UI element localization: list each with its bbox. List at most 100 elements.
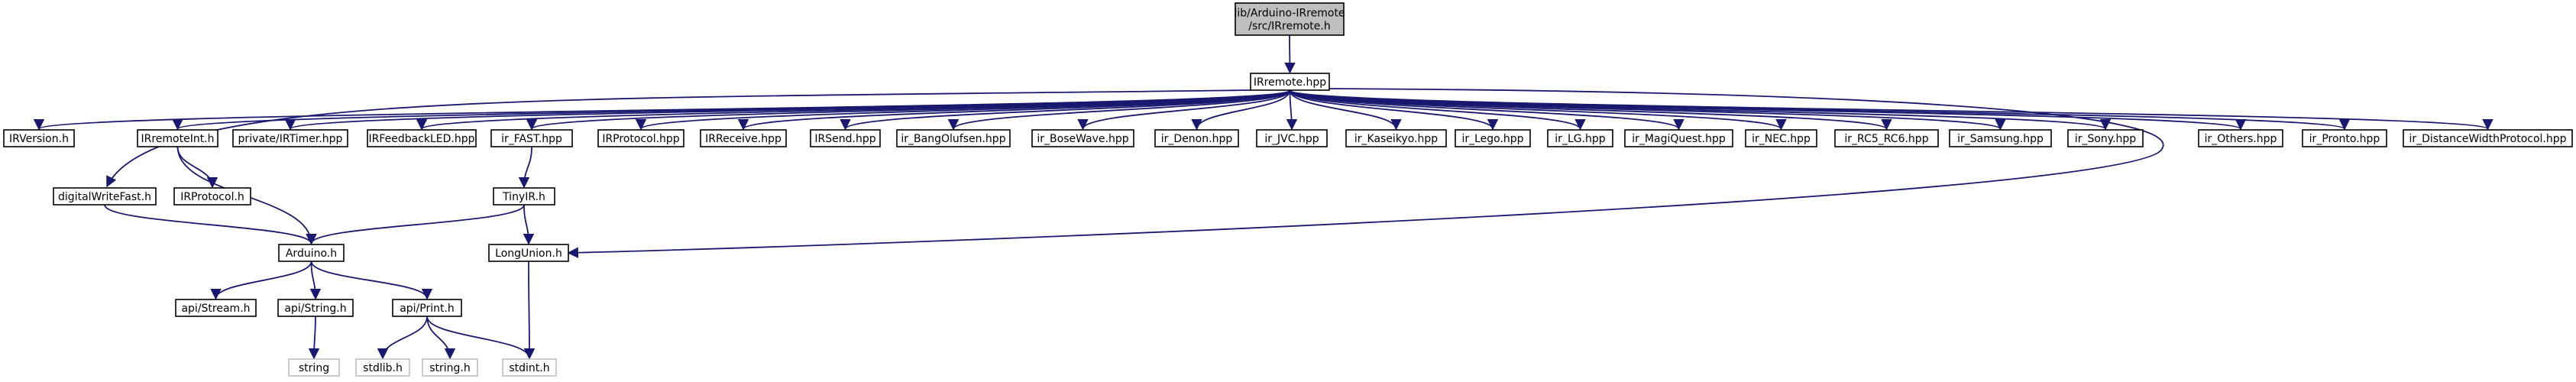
edge-ir_fast-to-tinyir — [518, 146, 532, 189]
edge-irremote_hpp-to-ir_lg — [1289, 89, 1586, 131]
node-ir-nec[interactable]: ir_NEC.hpp — [1745, 129, 1817, 147]
edge-arduino-to-api_print — [310, 261, 433, 300]
node-ir-bosewave[interactable]: ir_BoseWave.hpp — [1031, 129, 1134, 147]
edge-irremote_hpp-to-ir_nec — [1289, 89, 1787, 131]
node-box — [1624, 129, 1733, 147]
node-label: /src/IRremote.h — [1248, 21, 1330, 33]
node-box — [1547, 129, 1613, 147]
edge-irremote_hpp-to-ir_jvc — [1286, 89, 1298, 131]
node-box — [597, 129, 684, 147]
node-label: IRProtocol.h — [180, 191, 244, 203]
node-box — [288, 358, 340, 377]
edge-tinyir-to-longunion — [523, 204, 535, 245]
node-irversion[interactable]: IRVersion.h — [3, 129, 75, 147]
node-api-print[interactable]: api/Print.h — [392, 299, 462, 317]
node-irprotocol-h[interactable]: IRProtocol.h — [173, 187, 251, 206]
node-box — [502, 358, 557, 377]
node-box — [1745, 129, 1817, 147]
node-box — [2067, 129, 2144, 147]
node-box — [392, 299, 462, 317]
edge-irremote_hpp-to-ir_lego — [1289, 89, 1499, 131]
edge-irremote_hpp-to-ir_denon — [1191, 89, 1291, 131]
node-label: ir_MagiQuest.hpp — [1632, 133, 1726, 145]
node-label: ir_JVC.hpp — [1264, 133, 1319, 145]
node-label: private/IRTimer.hpp — [238, 133, 343, 145]
node-ir-sony[interactable]: ir_Sony.hpp — [2067, 129, 2144, 147]
node-irremote-hpp[interactable]: IRremote.hpp — [1250, 73, 1330, 91]
node-irsend[interactable]: IRSend.hpp — [810, 129, 881, 147]
node-ir-denon[interactable]: ir_Denon.hpp — [1154, 129, 1239, 147]
edge-irremote_hpp-to-ir_pronto — [1289, 89, 2350, 131]
node-ir-fast[interactable]: ir_FAST.hpp — [490, 129, 573, 147]
node-label: api/Stream.h — [181, 303, 250, 315]
edge-irremote_hpp-to-ir_magiquest — [1289, 89, 1684, 131]
node-api-stream[interactable]: api/Stream.h — [175, 299, 257, 317]
nodes-layer: lib/Arduino-IRremote/src/IRremote.hIRrem… — [3, 2, 2573, 377]
node-ir-magiquest[interactable]: ir_MagiQuest.hpp — [1624, 129, 1733, 147]
node-label: ir_LG.hpp — [1555, 133, 1606, 145]
node-irtimer[interactable]: private/IRTimer.hpp — [232, 129, 348, 147]
node-label: digitalWriteFast.h — [58, 191, 151, 203]
node-stdlib[interactable]: stdlib.h — [355, 358, 410, 377]
node-label: string.h — [429, 362, 471, 374]
node-ir-rc5-rc6[interactable]: ir_RC5_RC6.hpp — [1834, 129, 1939, 147]
node-box — [278, 244, 345, 262]
node-box — [2198, 129, 2283, 147]
node-irreceive[interactable]: IRReceive.hpp — [700, 129, 787, 147]
node-longunion[interactable]: LongUnion.h — [488, 244, 569, 262]
node-label: ir_NEC.hpp — [1752, 133, 1811, 145]
node-label: ir_Samsung.hpp — [1957, 133, 2044, 145]
edge-irremote_hpp-to-ir_sony — [1289, 89, 2111, 131]
node-ir-bangolufsen[interactable]: ir_BangOlufsen.hpp — [896, 129, 1011, 147]
node-stdint[interactable]: stdint.h — [502, 358, 557, 377]
node-box — [1154, 129, 1239, 147]
node-ir-samsung[interactable]: ir_Samsung.hpp — [1949, 129, 2052, 147]
node-irprotocol-hpp[interactable]: IRProtocol.hpp — [597, 129, 684, 147]
node-box — [1031, 129, 1134, 147]
node-string[interactable]: string — [288, 358, 340, 377]
node-label: ir_Lego.hpp — [1461, 133, 1523, 145]
node-label: stdint.h — [509, 362, 549, 374]
node-irfeedbackled[interactable]: IRFeedbackLED.hpp — [367, 129, 477, 147]
node-ir-distancewidth[interactable]: ir_DistanceWidthProtocol.hpp — [2403, 129, 2573, 147]
node-label: IRProtocol.hpp — [602, 133, 679, 145]
node-ir-jvc[interactable]: ir_JVC.hpp — [1256, 129, 1328, 147]
node-box — [422, 358, 478, 377]
node-label: Arduino.h — [286, 248, 337, 260]
node-label: IRVersion.h — [9, 133, 69, 145]
node-box — [277, 299, 354, 317]
node-ir-pronto[interactable]: ir_Pronto.hpp — [2302, 129, 2387, 147]
node-box — [1834, 129, 1939, 147]
node-label: ir_DistanceWidthProtocol.hpp — [2409, 133, 2566, 145]
node-ir-others[interactable]: ir_Others.hpp — [2198, 129, 2283, 147]
node-ir-lg[interactable]: ir_LG.hpp — [1547, 129, 1613, 147]
node-digitalwritefast[interactable]: digitalWriteFast.h — [53, 187, 157, 206]
node-irremoteint[interactable]: IRremoteInt.h — [137, 129, 218, 147]
node-label: ir_RC5_RC6.hpp — [1844, 133, 1928, 145]
node-ir-lego[interactable]: ir_Lego.hpp — [1455, 129, 1531, 147]
node-ir-kaseikyo[interactable]: ir_Kaseikyo.hpp — [1345, 129, 1447, 147]
node-box — [1235, 2, 1345, 36]
node-box — [137, 129, 218, 147]
node-label: api/String.h — [284, 303, 346, 315]
node-label: IRSend.hpp — [814, 133, 875, 145]
node-label: IRFeedbackLED.hpp — [368, 133, 474, 145]
node-label: IRremoteInt.h — [141, 133, 214, 145]
node-box — [1345, 129, 1447, 147]
node-box — [490, 129, 573, 147]
node-box — [173, 187, 251, 206]
edge-irremote_hpp-to-ir_rc5_rc6 — [1289, 89, 1892, 131]
node-api-string[interactable]: api/String.h — [277, 299, 354, 317]
node-arduino[interactable]: Arduino.h — [278, 244, 345, 262]
node-label: ir_BangOlufsen.hpp — [901, 133, 1005, 145]
edge-irremote_hpp-to-ir_bangolufsen — [948, 89, 1291, 131]
edge-digitalwritefast-to-arduino — [104, 204, 317, 245]
node-root[interactable]: lib/Arduino-IRremote/src/IRremote.h — [1234, 2, 1345, 36]
node-string-h[interactable]: string.h — [422, 358, 478, 377]
node-box — [232, 129, 348, 147]
node-label: LongUnion.h — [495, 248, 562, 260]
edge-irremote_hpp-to-ir_bosewave — [1077, 89, 1291, 131]
edges-layer — [34, 34, 2493, 360]
node-tinyir[interactable]: TinyIR.h — [493, 187, 555, 206]
edge-irremote_hpp-to-ir_kaseikyo — [1289, 89, 1402, 131]
